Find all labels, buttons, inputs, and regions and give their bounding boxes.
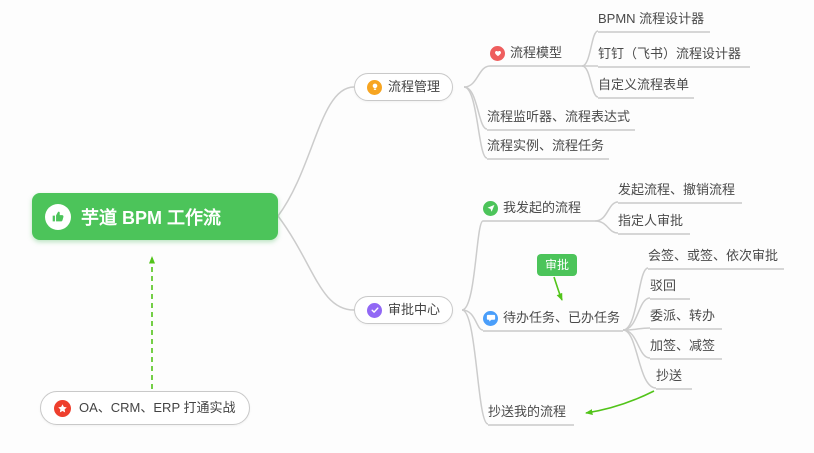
node-listener-expression[interactable]: 流程监听器、流程表达式 [487, 108, 635, 131]
node-dingtalk-feishu-designer[interactable]: 钉钉（飞书）流程设计器 [598, 45, 750, 68]
chat-bubble-icon [483, 310, 498, 326]
node-label: 我发起的流程 [503, 200, 582, 215]
node-bpmn-designer[interactable]: BPMN 流程设计器 [598, 10, 710, 33]
node-add-reduce-sign[interactable]: 加签、减签 [650, 337, 722, 360]
node-approval-center[interactable]: 审批中心 [354, 296, 454, 324]
node-label: 流程管理 [388, 79, 441, 94]
arrow-cc-to-ccmyprocess [585, 390, 655, 416]
node-instance-task[interactable]: 流程实例、流程任务 [487, 137, 609, 160]
node-custom-process-form[interactable]: 自定义流程表单 [598, 76, 694, 99]
star-icon [54, 399, 71, 417]
node-cc-my-process[interactable]: 抄送我的流程 [488, 403, 574, 426]
bulb-icon [367, 79, 382, 95]
node-label: 审批中心 [388, 302, 441, 317]
node-initiate-cancel-process[interactable]: 发起流程、撤销流程 [618, 181, 742, 204]
heart-icon [490, 45, 505, 61]
arrow-badge-to-todo [553, 276, 563, 301]
node-delegate-transfer[interactable]: 委派、转办 [650, 307, 722, 330]
check-icon [367, 302, 382, 318]
node-cc[interactable]: 抄送 [656, 367, 692, 390]
root-node-label: 芋道 BPM 工作流 [81, 207, 222, 228]
node-assignee-approval[interactable]: 指定人审批 [618, 212, 690, 235]
node-process-management[interactable]: 流程管理 [354, 73, 454, 101]
node-countersign-orsign-sequential[interactable]: 会签、或签、依次审批 [648, 247, 784, 270]
node-oa-crm-erp-practice[interactable]: OA、CRM、ERP 打通实战 [40, 391, 250, 425]
node-process-model[interactable]: 流程模型 [490, 44, 582, 67]
node-label: OA、CRM、ERP 打通实战 [79, 400, 236, 415]
root-node-bpm-workflow[interactable]: 芋道 BPM 工作流 [32, 193, 278, 240]
paper-plane-icon [483, 200, 498, 216]
node-todo-done-tasks[interactable]: 待办任务、已办任务 [483, 309, 623, 332]
approval-badge[interactable]: 审批 [537, 254, 578, 276]
node-label: 待办任务、已办任务 [503, 310, 621, 325]
node-label: 流程模型 [510, 45, 563, 60]
thumbs-up-icon [45, 203, 71, 230]
node-my-initiated-process[interactable]: 我发起的流程 [483, 199, 595, 222]
node-reject[interactable]: 驳回 [650, 277, 690, 300]
